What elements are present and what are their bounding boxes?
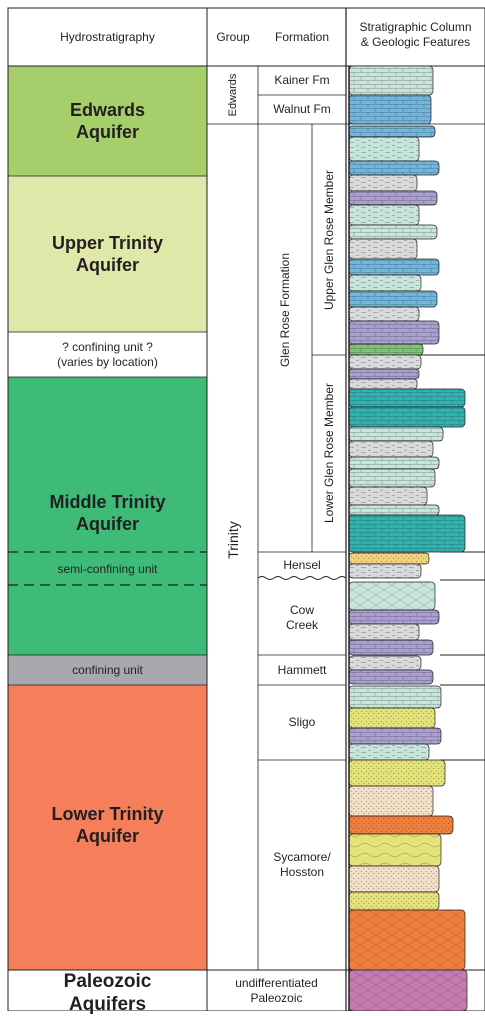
paleozoic-aquifers-label: Paleozoic Aquifers (63, 970, 152, 1015)
member-upper-glen-rose: Upper Glen Rose Member (322, 169, 336, 311)
upper-trinity-label: Upper Trinity Aquifer (51, 233, 163, 275)
hosston-bed-2-pattern (349, 786, 433, 816)
lower-trinity-label: Lower Trinity Aquifer (51, 804, 164, 846)
hensel-bed-2-pattern (349, 564, 421, 578)
upper-trinity-band (8, 176, 207, 332)
stratigraphic-column (348, 65, 468, 1011)
ugr-bed-12-pattern (349, 307, 419, 321)
hosston-bed-6-pattern (349, 892, 439, 910)
lgr-bed-1-pattern (349, 355, 421, 369)
unconformity-line (257, 576, 347, 580)
hosston-bed-7-pattern (349, 910, 465, 970)
lgr-bed-7-pattern (349, 441, 433, 457)
sligo-bed-3-pattern (349, 728, 441, 744)
lgr-bed-8-pattern (349, 457, 439, 469)
formation-kainer: Kainer Fm (274, 73, 330, 87)
lgr-bed-9-pattern (349, 469, 435, 487)
ugr-bed-2-pattern (349, 137, 419, 161)
header-formation: Formation (274, 30, 330, 44)
group-trinity-label: Trinity (225, 521, 241, 559)
hosston-bed-1-pattern (349, 760, 445, 786)
lgr-bed-2-pattern (349, 369, 419, 379)
cow-creek-bed-4-pattern (349, 640, 433, 655)
lower-trinity-band (8, 685, 207, 970)
lgr-bed-3-pattern (349, 379, 417, 389)
kainer-bed-pattern (349, 66, 433, 95)
ugr-bed-11-pattern (349, 291, 437, 307)
lgr-bed-4-pattern (349, 389, 465, 407)
formation-cow-creek: Cow Creek (285, 603, 318, 632)
sligo-bed-4-pattern (349, 744, 429, 760)
header-group: Group (216, 30, 250, 44)
formation-hensel: Hensel (283, 557, 321, 572)
walnut-bed-pattern (349, 95, 431, 124)
middle-trinity-band (8, 377, 207, 655)
hosston-bed-4-pattern (349, 834, 441, 866)
hammett-bed-1-pattern (349, 656, 421, 670)
semi-confining-label: semi-confining unit (57, 561, 158, 576)
group-edwards-label: Edwards (227, 73, 239, 117)
header-hydrostratigraphy: Hydrostratigraphy (60, 30, 155, 44)
lgr-bed-11-pattern (349, 505, 439, 515)
ugr-bed-14-pattern (349, 344, 423, 355)
ugr-bed-4-pattern (349, 175, 417, 191)
hensel-bed-1-pattern (349, 553, 429, 564)
header-column-line2: & Geologic Features (360, 35, 471, 49)
ugr-bed-13-pattern (349, 321, 439, 344)
middle-trinity-label: Middle Trinity Aquifer (49, 492, 166, 534)
lgr-bed-12-pattern (349, 515, 465, 552)
lgr-bed-6-pattern (349, 427, 443, 441)
member-lower-glen-rose: Lower Glen Rose Member (322, 382, 336, 524)
cow-creek-bed-1-pattern (349, 582, 435, 610)
ugr-bed-5-pattern (349, 191, 437, 205)
group-paleozoic-label: undifferentiated Paleozoic (235, 975, 318, 1005)
formation-walnut: Walnut Fm (273, 102, 331, 116)
confining-unknown-label: ? confining unit ? (varies by location) (57, 339, 158, 369)
formation-sligo: Sligo (288, 715, 316, 729)
formation-hammett: Hammett (277, 662, 327, 677)
sligo-bed-1-pattern (349, 686, 441, 708)
paleozoic-bed-pattern (349, 970, 467, 1011)
paleozoic-band (8, 970, 207, 1011)
ugr-bed-10-pattern (349, 275, 421, 291)
ugr-bed-7-pattern (349, 225, 437, 239)
edwards-aquifer-band (8, 66, 207, 176)
header-column-line1: Stratigraphic Column (359, 20, 472, 34)
hydro-column (8, 66, 207, 1011)
ugr-bed-6-pattern (349, 205, 419, 225)
cow-creek-bed-3-pattern (349, 624, 419, 640)
hosston-bed-5-pattern (349, 866, 439, 892)
confining-unknown-band (8, 332, 207, 377)
ugr-bed-9-pattern (349, 259, 439, 275)
edwards-aquifer-label: Edwards Aquifer (69, 100, 146, 142)
ugr-bed-3-pattern (349, 161, 439, 175)
header-column: Stratigraphic Column & Geologic Features (346, 20, 485, 50)
formation-sycamore-hosston: Sycamore/ Hosston (273, 850, 331, 879)
ugr-bed-8-pattern (349, 239, 417, 259)
hammett-bed-2-pattern (349, 670, 433, 684)
ugr-bed-1-pattern (349, 126, 435, 137)
confining-unit-band (8, 655, 207, 685)
hosston-bed-3-pattern (349, 816, 453, 834)
cow-creek-bed-2-pattern (349, 610, 439, 624)
lgr-bed-10-pattern (349, 487, 427, 505)
lgr-bed-5-pattern (349, 407, 465, 427)
confining-unit-label: confining unit (72, 662, 143, 677)
formation-glen-rose: Glen Rose Formation (278, 252, 292, 368)
sligo-bed-2-pattern (349, 708, 435, 728)
